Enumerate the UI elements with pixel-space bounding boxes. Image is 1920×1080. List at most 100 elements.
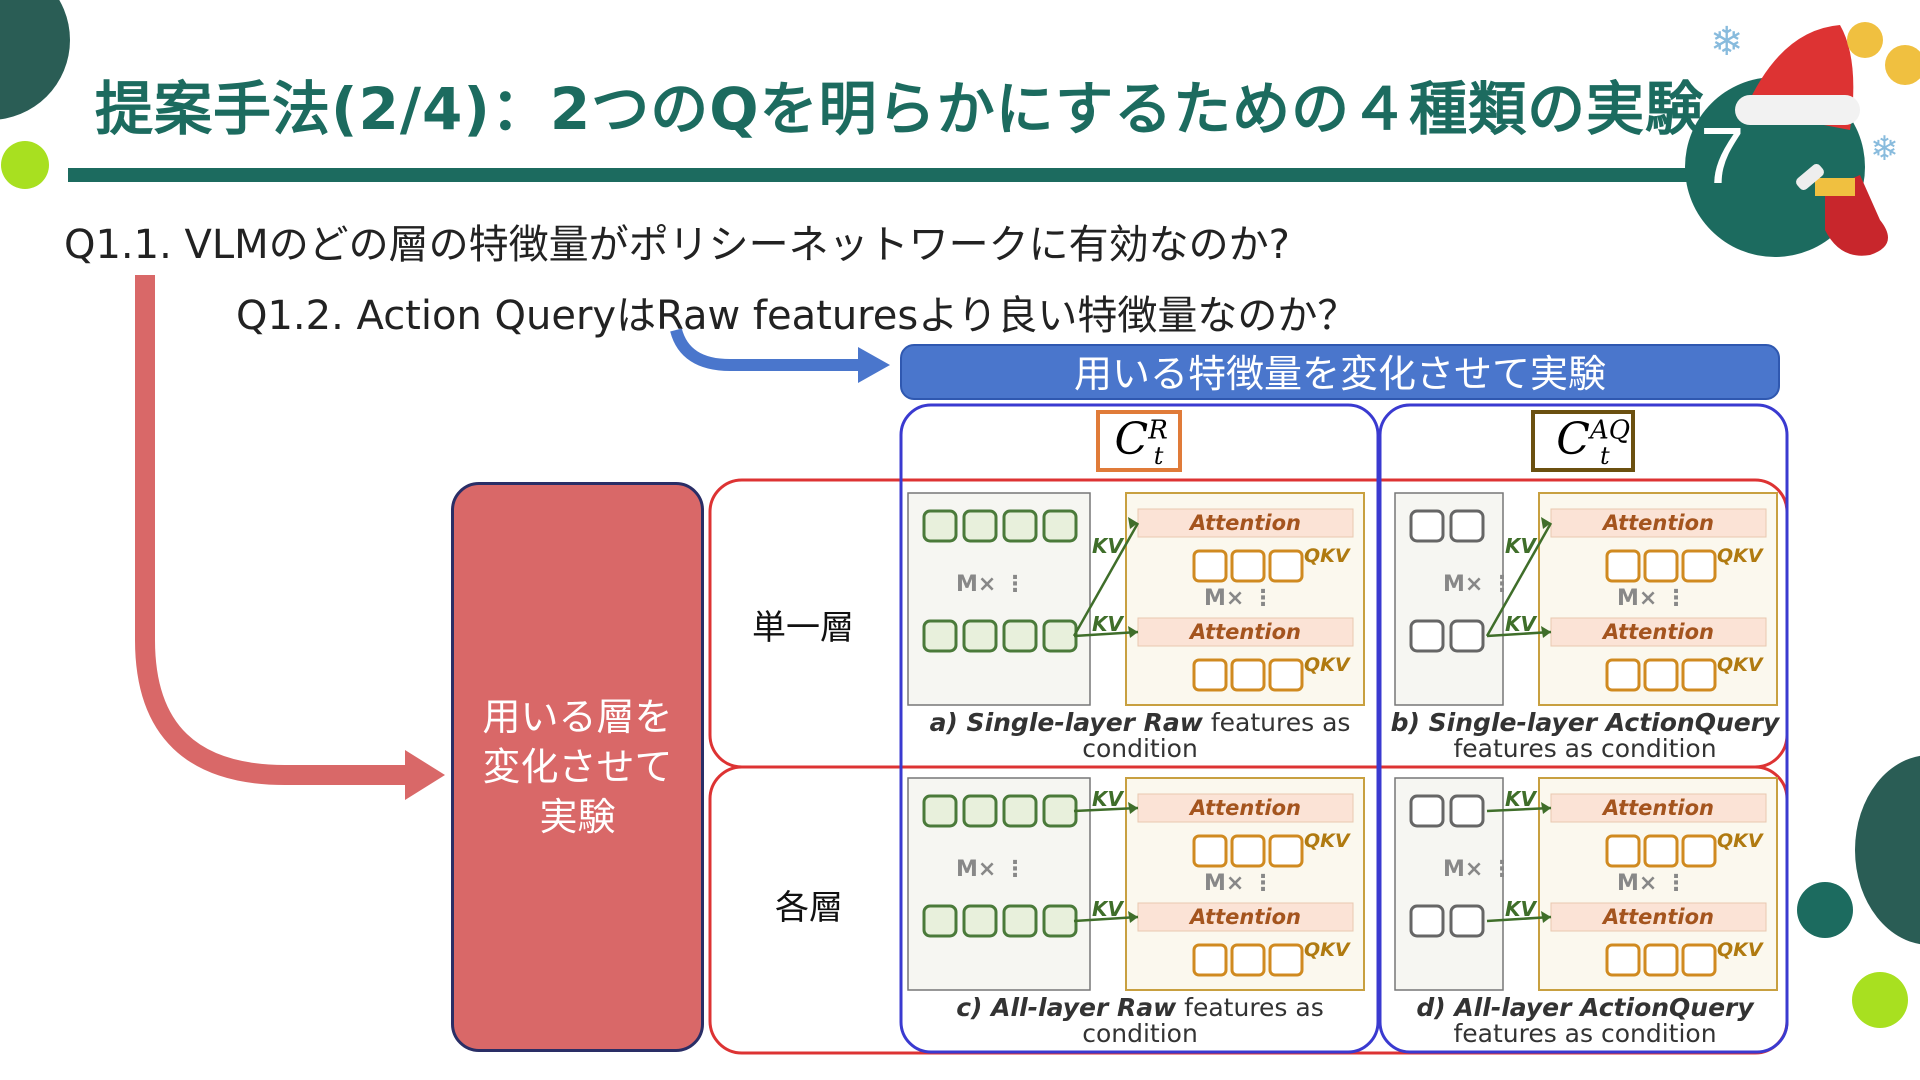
kv-arrowhead-d	[1541, 911, 1551, 923]
mx-label-left-a: M× ⋮	[956, 572, 1026, 597]
caption-c-prefix: c) All-layer Raw	[956, 993, 1177, 1022]
santa-hat-icon	[1735, 25, 1860, 130]
query-token-c	[1192, 834, 1228, 868]
symbol-raw-features: CRt	[1096, 410, 1182, 472]
kv-arrowhead-d	[1541, 802, 1551, 814]
caption-a-rest: features as	[1202, 708, 1351, 737]
query-token-a	[1192, 549, 1228, 583]
flow-arrow-blue-head	[858, 347, 890, 383]
kv-label-d: KV	[1505, 897, 1537, 921]
query-token-a	[1230, 658, 1266, 692]
feature-token-c	[1042, 794, 1078, 828]
caption-panel-a: a) Single-layer Raw features as conditio…	[905, 710, 1375, 762]
kv-arrowhead-c	[1128, 911, 1138, 923]
query-token-d	[1643, 834, 1679, 868]
attention-label-b: Attention	[1601, 511, 1714, 535]
query-token-b	[1681, 658, 1717, 692]
query-token-a	[1230, 549, 1266, 583]
row-label-all: 各層	[775, 888, 843, 928]
feature-token-a	[962, 619, 998, 653]
feature-token-c	[1002, 794, 1038, 828]
attention-block-a	[1137, 508, 1354, 538]
kv-arrowhead-b	[1541, 626, 1551, 638]
feature-token-a	[1042, 509, 1078, 543]
lime-dot-right	[1852, 972, 1908, 1028]
query-token-c	[1192, 943, 1228, 977]
snowflake-icon-2: ❄	[1870, 129, 1899, 169]
query-token-d	[1605, 834, 1641, 868]
feature-token-d	[1449, 904, 1485, 938]
qkv-label-b: QKV	[1717, 545, 1764, 567]
qkv-label-b: QKV	[1717, 654, 1764, 676]
query-token-b	[1643, 549, 1679, 583]
feature-token-a	[1002, 509, 1038, 543]
feature-token-d	[1449, 794, 1485, 828]
symbol-raw-sup: R	[1148, 415, 1168, 446]
ornament-icon-2	[1885, 45, 1920, 85]
page-number: 7	[1700, 111, 1745, 200]
caption-b-prefix: b) Single-layer ActionQuery	[1390, 708, 1780, 737]
mx-label-left-d: M× ⋮	[1443, 857, 1513, 882]
feature-token-a	[922, 619, 958, 653]
attention-label-d: Attention	[1601, 905, 1714, 929]
query-token-b	[1681, 549, 1717, 583]
symbol-raw-main: C	[1114, 414, 1149, 465]
kv-arrow-b	[1486, 630, 1552, 638]
kv-arrow-a	[1073, 630, 1139, 638]
qkv-label-c: QKV	[1304, 939, 1351, 961]
kv-arrow-d	[1486, 915, 1552, 923]
query-token-d	[1681, 834, 1717, 868]
feature-token-d	[1409, 794, 1445, 828]
caption-d-line2: features as condition	[1453, 1019, 1717, 1048]
kv-label-c: KV	[1092, 787, 1124, 811]
query-token-c	[1268, 943, 1304, 977]
flow-arrow-red-head	[405, 750, 445, 800]
mx-label-right-a: M× ⋮	[1204, 586, 1274, 611]
kv-arrow-d	[1486, 806, 1552, 813]
kv-label-d: KV	[1505, 787, 1537, 811]
teal-dot-right	[1797, 882, 1853, 938]
symbol-action-query: CAQt	[1531, 410, 1635, 472]
kv-label-a: KV	[1092, 534, 1124, 558]
mx-label-right-d: M× ⋮	[1617, 871, 1687, 896]
mx-label-left-c: M× ⋮	[956, 857, 1026, 882]
query-token-c	[1230, 943, 1266, 977]
kv-arrowhead-a	[1128, 626, 1138, 638]
query-token-c	[1230, 834, 1266, 868]
slide-title: 提案手法(2/4)：2つのQを明らかにするための４種類の実験	[95, 75, 1705, 143]
qkv-label-a: QKV	[1304, 654, 1351, 676]
caption-c-line2: condition	[1082, 1019, 1198, 1048]
query-token-a	[1268, 658, 1304, 692]
query-token-b	[1605, 549, 1641, 583]
attention-label-a: Attention	[1188, 620, 1301, 644]
attention-block-c	[1137, 902, 1354, 932]
feature-token-c	[1002, 904, 1038, 938]
attention-label-a: Attention	[1188, 511, 1301, 535]
caption-d-prefix: d) All-layer ActionQuery	[1416, 993, 1754, 1022]
flow-arrow-blue	[670, 328, 860, 371]
feature-token-d	[1409, 904, 1445, 938]
kv-arrow-b	[1485, 522, 1553, 637]
caption-a-line2: condition	[1082, 734, 1198, 763]
qkv-label-d: QKV	[1717, 830, 1764, 852]
feature-token-c	[962, 904, 998, 938]
qkv-label-a: QKV	[1304, 545, 1351, 567]
attention-block-b	[1550, 617, 1767, 647]
ornament-icon	[1847, 22, 1883, 58]
kv-label-b: KV	[1505, 534, 1537, 558]
qkv-label-d: QKV	[1717, 939, 1764, 961]
feature-token-c	[922, 794, 958, 828]
title-underline	[68, 168, 1708, 182]
kv-arrowhead-a	[1128, 517, 1138, 529]
feature-token-b	[1409, 619, 1445, 653]
query-token-d	[1605, 943, 1641, 977]
feature-token-c	[962, 794, 998, 828]
attention-block-d	[1550, 902, 1767, 932]
attention-block-d	[1550, 793, 1767, 823]
query-token-b	[1605, 658, 1641, 692]
feature-token-b	[1449, 619, 1485, 653]
question-1-2: Q1.2. Action QueryはRaw featuresより良い特徴量なの…	[236, 293, 1358, 339]
attention-block-c	[1137, 793, 1354, 823]
